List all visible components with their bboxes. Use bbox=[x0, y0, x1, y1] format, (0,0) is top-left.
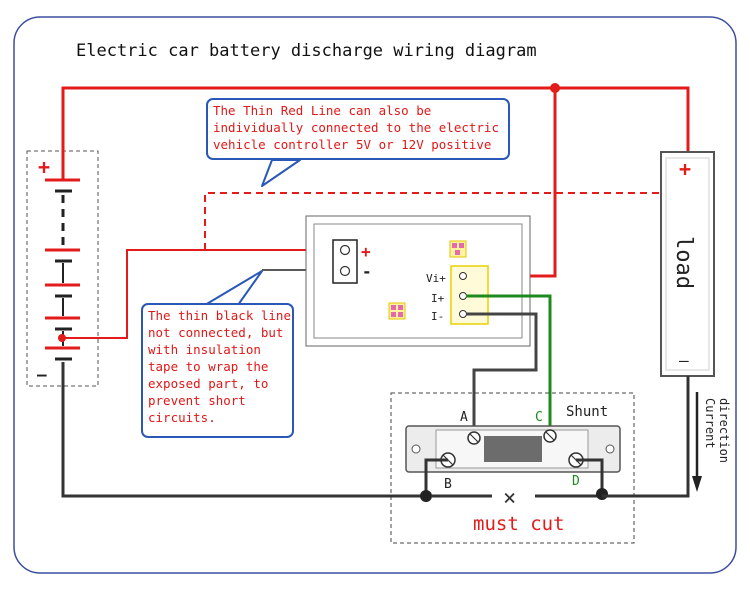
shunt-label-b: B bbox=[444, 477, 452, 492]
shunt-resistor bbox=[484, 436, 542, 462]
callout-black-line: The thin black line not connected, but w… bbox=[141, 303, 294, 438]
shunt-label-d: D bbox=[572, 474, 580, 489]
shunt-title: Shunt bbox=[566, 404, 608, 420]
callout-black-line-text: not connected, but bbox=[148, 325, 284, 340]
screw-icon bbox=[339, 244, 351, 256]
battery-plus-sign: + bbox=[38, 155, 50, 179]
bolt-icon bbox=[543, 429, 557, 443]
meter-power-red-wire bbox=[62, 249, 346, 339]
i-plus-wire bbox=[466, 294, 552, 432]
screw-icon bbox=[459, 292, 467, 300]
shunt-label-c: C bbox=[535, 410, 543, 425]
shunt-d-wire bbox=[576, 458, 604, 496]
callout-red-line-text: individually connected to the electric bbox=[213, 120, 499, 135]
battery-minus-sign: — bbox=[37, 365, 47, 384]
terminal-i-plus-label: I+ bbox=[431, 292, 445, 305]
current-direction-line1: Current bbox=[703, 398, 717, 449]
mount-hole bbox=[605, 444, 615, 454]
load-minus-sign: — bbox=[679, 351, 689, 370]
callout-black-line-text: circuits. bbox=[148, 410, 216, 425]
load-negative-wire bbox=[602, 376, 690, 498]
led-icon bbox=[449, 240, 467, 258]
main-positive-wire bbox=[61, 86, 690, 180]
meter-minus-sign: - bbox=[362, 262, 372, 281]
junction-dot bbox=[596, 488, 608, 500]
meter-inner bbox=[313, 223, 523, 339]
callout-black-pointer bbox=[204, 270, 263, 306]
diagram-frame bbox=[13, 16, 737, 574]
mount-hole bbox=[411, 444, 421, 454]
load-plus-sign: + bbox=[679, 157, 691, 181]
shunt-label-a: A bbox=[460, 410, 468, 425]
callout-red-line-text: vehicle controller 5V or 12V positive bbox=[213, 137, 492, 152]
callout-black-line-text: prevent short bbox=[148, 393, 246, 408]
battery-negative-wire bbox=[61, 362, 426, 498]
shunt-box bbox=[390, 392, 635, 544]
meter-plus-sign: + bbox=[361, 242, 371, 261]
i-minus-wire bbox=[466, 312, 538, 432]
callout-black-line-text: exposed part, to bbox=[148, 376, 269, 391]
screw-icon bbox=[339, 265, 351, 277]
cut-mark: × bbox=[503, 486, 516, 511]
diagram-title: Electric car battery discharge wiring di… bbox=[76, 41, 537, 61]
led-icon bbox=[388, 302, 406, 320]
shunt-b-wire bbox=[424, 458, 448, 496]
optional-red-line bbox=[204, 192, 688, 250]
callout-black-line-text: tape to wrap the bbox=[148, 359, 269, 374]
screw-icon bbox=[459, 310, 467, 318]
callout-red-line-text: The Thin Red Line can also be bbox=[213, 103, 432, 118]
current-direction-line2: direction bbox=[717, 398, 731, 463]
callout-red-pointer bbox=[261, 159, 301, 187]
screw-icon bbox=[459, 272, 467, 280]
terminal-vi-plus-label: Vi+ bbox=[426, 272, 446, 285]
callout-red-line: The Thin Red Line can also be individual… bbox=[206, 98, 510, 160]
junction-dot bbox=[420, 490, 432, 502]
current-arrow-icon bbox=[692, 476, 702, 492]
load-inner bbox=[665, 157, 710, 371]
load-box bbox=[660, 151, 715, 377]
load-label: load bbox=[671, 236, 696, 289]
terminal-i-minus-label: I- bbox=[431, 310, 444, 323]
callout-black-line-text: with insulation bbox=[148, 342, 261, 357]
callout-black-line-text: The thin black line bbox=[148, 308, 291, 323]
bolt-icon bbox=[467, 431, 481, 445]
must-cut-label: must cut bbox=[473, 513, 565, 535]
